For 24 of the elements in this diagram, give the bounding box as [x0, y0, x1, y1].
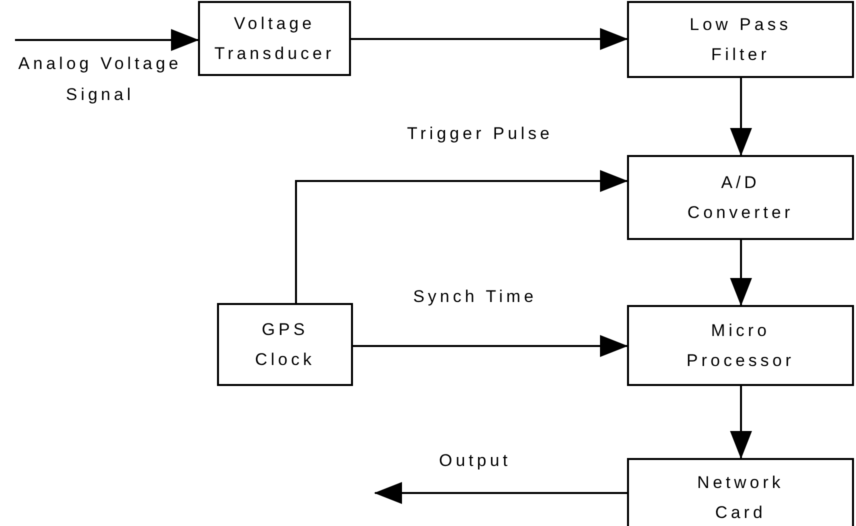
process-box: [627, 458, 854, 526]
box-label: GPS Clock: [254, 318, 316, 370]
process-box: [627, 1, 854, 78]
edge-label: Trigger Pulse: [406, 123, 554, 145]
process-box: [217, 303, 353, 386]
arrow: [730, 240, 752, 306]
process-box: [627, 305, 854, 386]
edge-label: Synch Time: [412, 286, 538, 308]
box-label: A/D Converter: [686, 172, 795, 224]
arrow: [353, 335, 628, 357]
arrow: [730, 78, 752, 156]
box-label: Micro Processor: [685, 320, 796, 372]
process-box: [627, 155, 854, 240]
arrow: [730, 386, 752, 459]
edge-label: Output: [438, 450, 512, 472]
box-label: Voltage Transducer: [213, 12, 336, 64]
process-box: [198, 1, 351, 76]
box-label: Low Pass Filter: [688, 14, 792, 66]
arrow: [374, 482, 627, 504]
arrow: [351, 28, 628, 50]
arrow: [295, 170, 628, 303]
box-label: Network Card: [696, 472, 785, 524]
arrow: [15, 29, 199, 51]
edge-label: Analog Voltage Signal: [17, 53, 183, 106]
